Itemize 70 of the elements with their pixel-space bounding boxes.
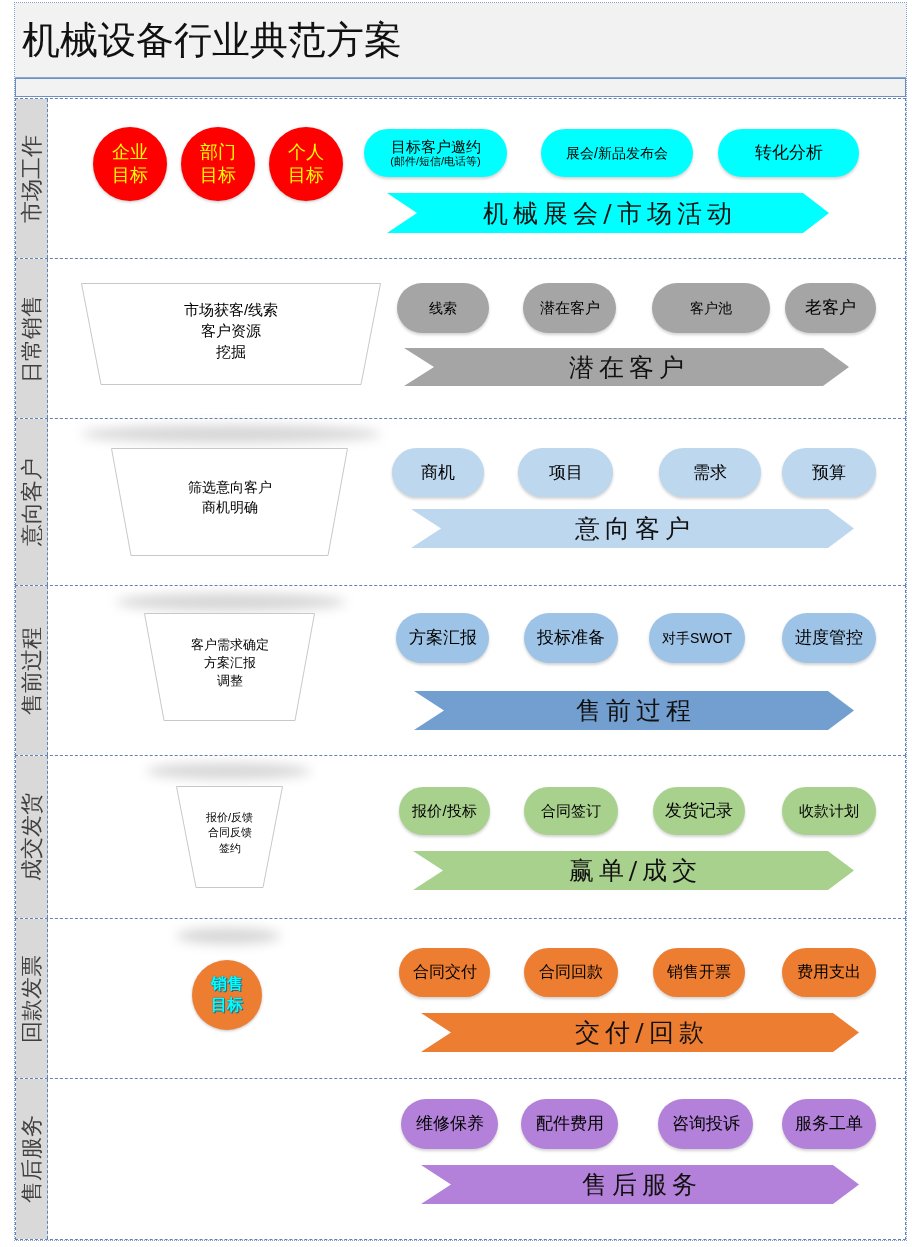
swimlane xyxy=(15,98,906,259)
funnel-text: 市场获客/线索 xyxy=(183,299,279,320)
lane-title: 成交发货 xyxy=(20,793,43,881)
funnel-text: 客户需求确定 xyxy=(190,635,269,654)
goal-circle: 企业目标 xyxy=(93,127,167,201)
step-pill: 进度管控 xyxy=(782,613,876,663)
step-pill: 合同回款 xyxy=(524,948,618,997)
step-pill: 潜在客户 xyxy=(523,283,616,333)
step-pill: 对手SWOT xyxy=(649,613,745,663)
step-pill: 服务工单 xyxy=(782,1099,876,1149)
step-pill: 销售开票 xyxy=(653,948,745,997)
lane-title: 回款发票 xyxy=(20,954,43,1043)
step-pill: 线索 xyxy=(397,283,489,333)
chevron-band: 交付/回款 xyxy=(421,1013,859,1052)
funnel-text: 调整 xyxy=(216,672,243,691)
swimlane xyxy=(15,1078,906,1240)
chevron-band: 售前过程 xyxy=(414,691,854,730)
funnel-text: 方案汇报 xyxy=(203,653,256,672)
goal-circle: 部门目标 xyxy=(181,127,255,201)
swimlane xyxy=(15,918,906,1079)
step-pill: 转化分析 xyxy=(718,129,859,177)
target-circle: 销售目标 xyxy=(192,960,262,1030)
swimlane xyxy=(15,585,906,756)
funnel-text: 挖掘 xyxy=(216,341,246,362)
funnel-trapezoid xyxy=(111,448,348,556)
funnel-trapezoid xyxy=(81,283,381,385)
step-pill: 商机 xyxy=(392,448,484,497)
step-pill: 项目 xyxy=(518,448,613,497)
step-label: 目标客户邀约 xyxy=(390,138,481,156)
step-pill: 需求 xyxy=(659,448,761,497)
step-pill: 合同交付 xyxy=(399,948,490,997)
lane-title: 市场工作 xyxy=(20,134,43,223)
step-pill: 咨询投诉 xyxy=(658,1099,753,1149)
step-pill: 合同签订 xyxy=(524,787,618,835)
lane-title: 售后服务 xyxy=(20,1115,43,1203)
chevron-band: 售后服务 xyxy=(421,1165,859,1204)
funnel-trapezoid xyxy=(144,613,315,721)
funnel-text: 筛选意向客户 xyxy=(187,478,272,498)
swimlane xyxy=(15,258,906,419)
funnel-text: 商机明确 xyxy=(201,498,258,517)
chevron-band: 机械展会/市场活动 xyxy=(387,193,829,233)
swimlane xyxy=(15,418,906,586)
goal-circle: 个人目标 xyxy=(269,127,343,201)
funnel-trapezoid xyxy=(176,786,283,888)
lane-title: 意向客户 xyxy=(20,458,43,546)
step-note: (邮件/短信/电话等) xyxy=(390,155,481,168)
funnel-text: 合同反馈 xyxy=(207,825,252,841)
chevron-band: 赢单/成交 xyxy=(413,851,854,890)
step-pill: 方案汇报 xyxy=(396,613,489,663)
step-pill: 预算 xyxy=(782,448,876,497)
funnel-text: 签约 xyxy=(218,840,241,856)
step-pill: 发货记录 xyxy=(653,787,745,835)
step-pill: 报价/投标 xyxy=(399,787,490,835)
step-pill: 客户池 xyxy=(652,283,770,333)
swimlane xyxy=(15,755,906,919)
chevron-band: 意向客户 xyxy=(411,509,854,548)
chevron-band: 潜在客户 xyxy=(404,348,849,386)
step-pill: 老客户 xyxy=(785,283,876,333)
step-pill xyxy=(364,129,507,177)
step-pill: 收款计划 xyxy=(782,787,876,835)
step-pill: 配件费用 xyxy=(521,1099,618,1149)
title: 机械设备行业典范方案 xyxy=(22,18,402,63)
step-pill: 投标准备 xyxy=(524,613,618,663)
step-pill: 维修保养 xyxy=(401,1099,498,1149)
funnel-text: 报价/反馈 xyxy=(205,809,254,825)
step-pill: 展会/新品发布会 xyxy=(541,129,693,177)
lane-title: 日常销售 xyxy=(20,294,43,383)
funnel-text: 客户资源 xyxy=(201,320,261,341)
step-pill: 费用支出 xyxy=(782,948,876,997)
lane-title: 售前过程 xyxy=(20,626,43,715)
